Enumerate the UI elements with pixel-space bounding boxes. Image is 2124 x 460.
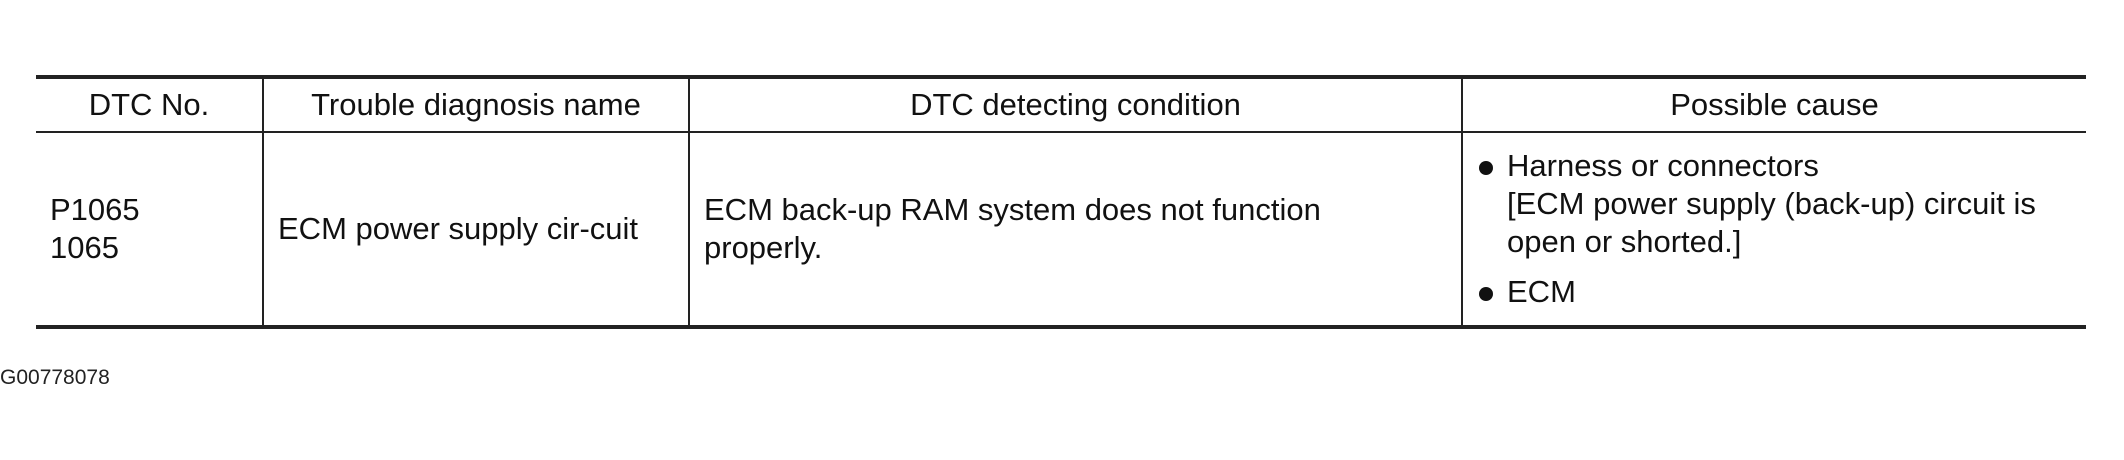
table-header-row: DTC No. Trouble diagnosis name DTC detec…	[36, 77, 2086, 132]
list-item: Harness or connectors [ECM power supply …	[1477, 147, 2072, 261]
cause-label: ECM	[1507, 274, 1576, 309]
cell-possible-cause: Harness or connectors [ECM power supply …	[1461, 132, 2086, 327]
possible-cause-list: Harness or connectors [ECM power supply …	[1477, 147, 2072, 311]
dtc-code-primary: P1065	[50, 192, 140, 227]
table-row: P1065 1065 ECM power supply cir-cuit ECM…	[36, 132, 2086, 327]
cause-detail: [ECM power supply (back-up) circuit is o…	[1507, 186, 2036, 259]
dtc-table-container: DTC No. Trouble diagnosis name DTC detec…	[36, 75, 2086, 329]
header-dtc-detecting-condition: DTC detecting condition	[688, 77, 1463, 132]
figure-id-label: G00778078	[0, 366, 110, 389]
list-item: ECM	[1477, 273, 2072, 311]
header-possible-cause: Possible cause	[1461, 77, 2086, 132]
bullet-icon	[1479, 287, 1493, 301]
dtc-code-secondary: 1065	[50, 230, 119, 265]
cell-dtc-detecting-condition: ECM back-up RAM system does not function…	[688, 132, 1463, 327]
cell-dtc-no: P1065 1065	[36, 132, 264, 327]
cause-label: Harness or connectors	[1507, 148, 1819, 183]
cell-trouble-diagnosis-name: ECM power supply cir-cuit	[262, 132, 690, 327]
header-trouble-diagnosis-name: Trouble diagnosis name	[262, 77, 690, 132]
header-dtc-no: DTC No.	[36, 77, 264, 132]
bullet-icon	[1479, 161, 1493, 175]
dtc-table: DTC No. Trouble diagnosis name DTC detec…	[36, 75, 2086, 329]
